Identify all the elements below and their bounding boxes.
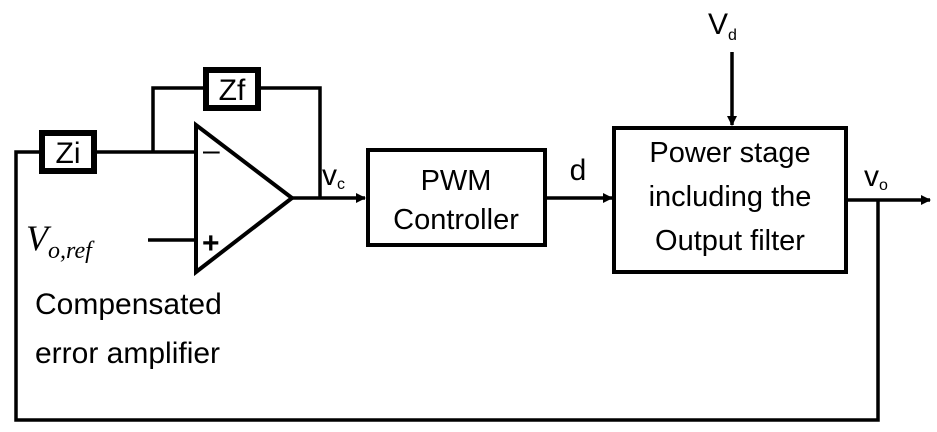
- vo-label: vo: [864, 160, 888, 194]
- zf-feedback-wire: [151, 86, 322, 198]
- feedback-path: [14, 150, 880, 422]
- opamp-caption-line1: Compensated: [35, 288, 222, 321]
- power-label-line2: including the: [649, 181, 812, 213]
- zf-block: [203, 67, 261, 111]
- opamp-triangle: [194, 120, 296, 277]
- zf-label: Zf: [219, 74, 246, 107]
- vc-label: vc: [322, 159, 345, 193]
- pwm-label-line2: Controller: [393, 204, 519, 236]
- opamp-plus-sign: +: [202, 227, 220, 260]
- pwm-controller-block: [366, 148, 547, 247]
- opamp-caption-line2: error amplifier: [35, 337, 220, 370]
- pwm-label-line1: PWM: [421, 165, 492, 197]
- vd-label: Vd: [708, 8, 737, 44]
- power-label-line3: Output filter: [655, 225, 805, 257]
- vref-label: Vo,ref: [26, 218, 95, 264]
- d-label: d: [570, 154, 587, 187]
- opamp-minus-sign: –: [203, 134, 220, 167]
- power-label-line1: Power stage: [649, 137, 810, 169]
- power-stage-block: [612, 126, 848, 274]
- zi-label: Zi: [56, 137, 81, 170]
- zi-block: [39, 130, 97, 174]
